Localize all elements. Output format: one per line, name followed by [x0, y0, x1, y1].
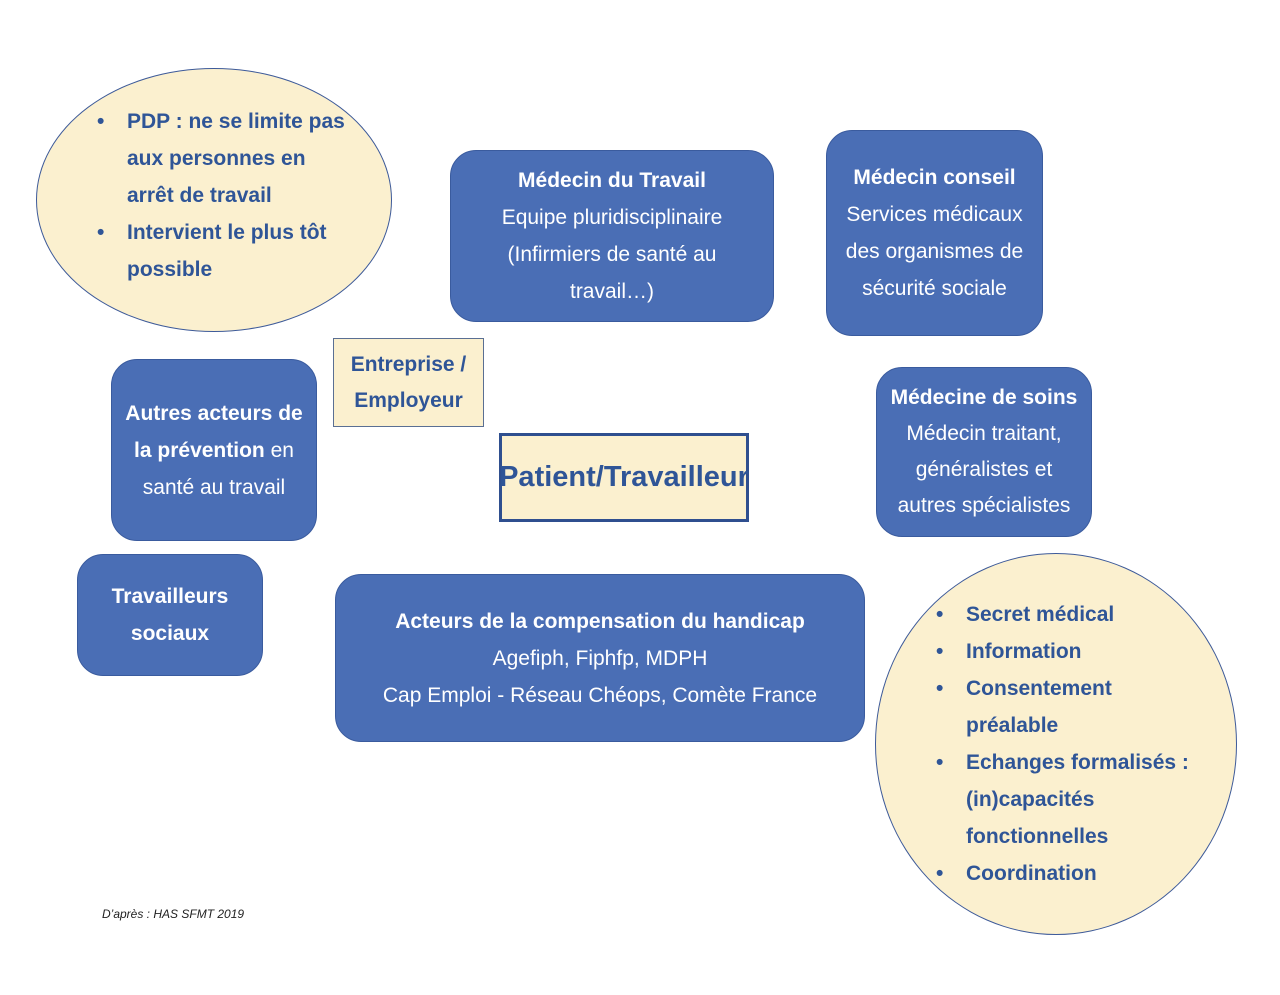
travailleurs-sociaux-line: Travailleurs	[111, 585, 229, 608]
travailleurs-sociaux-box: Travailleurs sociaux	[77, 554, 263, 676]
medecin-conseil-line: Services médicaux	[846, 203, 1023, 226]
secret-item: Coordination	[936, 855, 1189, 892]
pdp-line: PDP : ne se limite pas	[127, 109, 345, 133]
pdp-line: Intervient le plus tôt	[127, 220, 327, 244]
medecine-soins-line: généralistes et	[915, 458, 1053, 481]
secret-line: préalable	[966, 714, 1059, 737]
medecin-conseil-title: Médecin conseil	[853, 166, 1016, 189]
pdp-ellipse: PDP : ne se limite pas aux personnes en …	[36, 68, 392, 332]
entreprise-line: Employeur	[354, 388, 463, 412]
medecine-soins-box: Médecine de soins Médecin traitant, géné…	[876, 367, 1092, 537]
secret-line: Coordination	[966, 862, 1097, 885]
secret-line: Information	[966, 640, 1082, 663]
patient-label: Patient/Travailleur	[499, 461, 749, 493]
medecin-travail-title: Médecin du Travail	[518, 169, 706, 192]
secret-line: Echanges formalisés :	[966, 751, 1189, 774]
pdp-line: possible	[127, 257, 213, 281]
autres-acteurs-line1: Autres acteurs de	[125, 401, 303, 425]
secret-ellipse: Secret médical Information Consentement …	[875, 553, 1237, 935]
medecin-conseil-line: sécurité sociale	[862, 277, 1007, 300]
pdp-item: PDP : ne se limite pas aux personnes en …	[97, 103, 345, 214]
autres-acteurs-line3: santé au travail	[142, 475, 286, 499]
compensation-line: Cap Emploi - Réseau Chéops, Comète Franc…	[382, 683, 818, 707]
entreprise-box: Entreprise / Employeur	[333, 338, 484, 427]
compensation-box: Acteurs de la compensation du handicap A…	[335, 574, 865, 742]
medecin-conseil-box: Médecin conseil Services médicaux des or…	[826, 130, 1043, 336]
secret-item: Information	[936, 633, 1189, 670]
medecine-soins-title: Médecine de soins	[890, 386, 1078, 409]
medecin-travail-line: travail…)	[569, 280, 654, 303]
medecin-travail-box: Médecin du Travail Equipe pluridisciplin…	[450, 150, 774, 322]
secret-item: Consentement préalable	[936, 670, 1189, 744]
pdp-line: aux personnes en	[127, 146, 306, 170]
compensation-line: Agefiph, Fiphfp, MDPH	[492, 646, 708, 670]
secret-list: Secret médical Information Consentement …	[936, 596, 1189, 892]
secret-line: Secret médical	[966, 603, 1115, 626]
medecine-soins-line: autres spécialistes	[897, 494, 1071, 517]
secret-item: Echanges formalisés : (in)capacités fonc…	[936, 744, 1189, 855]
patient-box: Patient/Travailleur	[499, 433, 749, 522]
autres-acteurs-bold: la prévention	[134, 438, 265, 462]
pdp-line: arrêt de travail	[127, 183, 272, 207]
medecin-travail-line: Equipe pluridisciplinaire	[501, 206, 723, 229]
source-note: D’après : HAS SFMT 2019	[102, 907, 245, 921]
medecin-conseil-line: des organismes de	[845, 240, 1024, 263]
autres-acteurs-box: Autres acteurs de la prévention en santé…	[111, 359, 317, 541]
autres-acteurs-line2: la prévention en	[134, 432, 294, 469]
pdp-item: Intervient le plus tôt possible	[97, 214, 345, 288]
entreprise-line: Entreprise /	[350, 352, 467, 376]
secret-line: (in)capacités	[966, 788, 1095, 811]
secret-item: Secret médical	[936, 596, 1189, 633]
pdp-list: PDP : ne se limite pas aux personnes en …	[97, 103, 345, 288]
secret-line: Consentement	[966, 677, 1112, 700]
secret-line: fonctionnelles	[966, 825, 1109, 848]
medecin-travail-line: (Infirmiers de santé au	[507, 243, 717, 266]
medecine-soins-line: Médecin traitant,	[906, 422, 1062, 445]
autres-acteurs-rest: en	[264, 438, 294, 462]
travailleurs-sociaux-line: sociaux	[130, 622, 210, 645]
compensation-title: Acteurs de la compensation du handicap	[395, 609, 805, 633]
